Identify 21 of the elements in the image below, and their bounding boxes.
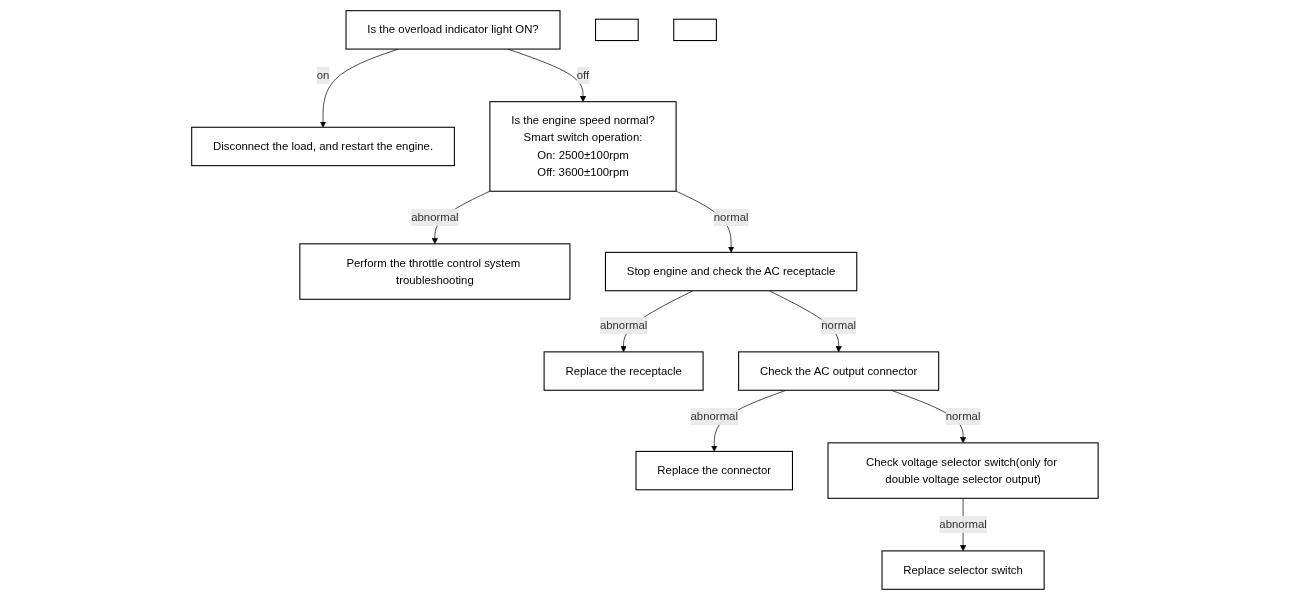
node-box	[595, 18, 639, 41]
node-box: Is the engine speed normal? Smart switch operation: On: 2500±100rpm Off: 3600±100rpm	[489, 100, 677, 192]
node-box: Stop engine and check the AC receptacle	[605, 251, 858, 291]
node-box: Replace the receptacle	[543, 350, 704, 391]
node-box: Replace the connector	[635, 450, 794, 490]
edge-label: normal	[821, 318, 857, 331]
node-box: Replace selector switch	[881, 549, 1045, 590]
edge-label: off	[576, 68, 590, 81]
edge-label: abnormal	[411, 210, 459, 223]
edge-label: on	[316, 68, 330, 81]
node-box: Is the overload indicator light ON?	[345, 9, 561, 50]
edge-label: normal	[945, 409, 981, 422]
node-box: Check the AC output connector	[738, 350, 940, 391]
node-box: Check voltage selector switch(only for double voltage selector output)	[827, 441, 1099, 499]
node-box: Disconnect the load, and restart the engine.	[191, 126, 455, 166]
edge-label: abnormal	[599, 318, 648, 331]
edge-label: abnormal	[939, 517, 987, 530]
node-box: Perform the throttle control system troubleshooting	[299, 242, 571, 300]
edge-label: normal	[713, 210, 749, 223]
node-box	[673, 18, 717, 41]
edge-label: abnormal	[690, 409, 739, 422]
